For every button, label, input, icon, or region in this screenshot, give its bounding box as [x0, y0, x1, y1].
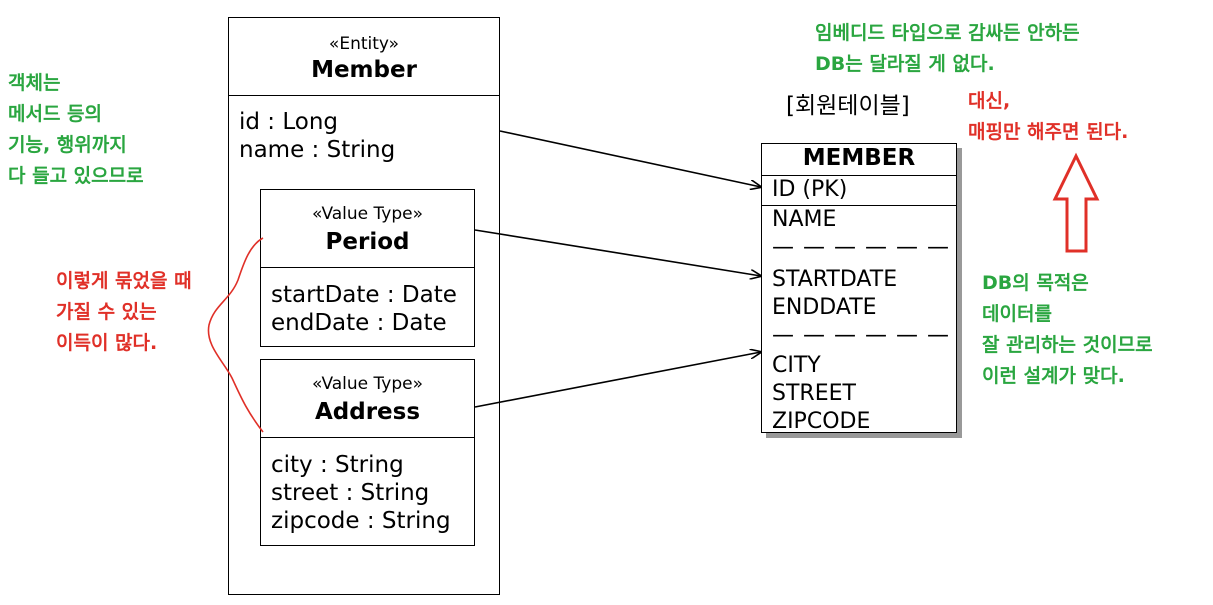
- note-mapping: 대신, 매핑만 해주면 된다.: [968, 86, 1128, 148]
- note-object-line: 객체는: [8, 72, 61, 94]
- table-col-zipcode: ZIPCODE: [772, 409, 871, 434]
- red-brace: [207, 237, 264, 433]
- note-object-line: 다 들고 있으므로: [8, 165, 144, 187]
- note-benefit-line: 이렇게 묶었을 때: [56, 270, 192, 292]
- red-up-arrow: [1052, 152, 1100, 253]
- address-name: Address: [314, 399, 421, 425]
- entity-name: Member: [311, 57, 417, 83]
- note-embedded-line: DB는 달라질 게 없다.: [815, 53, 995, 75]
- note-object-line: 메서드 등의: [8, 103, 103, 125]
- table-col-startdate: STARTDATE: [772, 267, 898, 292]
- arrow-period-to-startdate: [474, 229, 761, 276]
- table-col-street: STREET: [772, 381, 856, 406]
- address-attr-street: street : String: [271, 480, 430, 506]
- entity-stereotype: «Entity»: [328, 34, 400, 54]
- table-header-divider: [762, 175, 956, 176]
- table-col-name: NAME: [772, 207, 837, 232]
- note-benefit-line: 가질 수 있는: [56, 301, 157, 323]
- table-pk-divider: [762, 205, 956, 206]
- address-stereotype: «Value Type»: [311, 374, 423, 394]
- period-attr-enddate: endDate : Date: [271, 310, 447, 336]
- entity-attr-id: id : Long: [239, 109, 339, 135]
- address-value-type-box: «Value Type» Address city : String stree…: [260, 359, 475, 546]
- period-value-type-box: «Value Type» Period startDate : Date end…: [260, 189, 475, 347]
- table-separator-2: — — — — — —: [772, 323, 950, 348]
- note-benefit-line: 이득이 많다.: [56, 332, 158, 354]
- note-db-line: DB의 목적은: [982, 272, 1089, 294]
- arrow-address-to-city: [474, 352, 761, 408]
- note-db-purpose: DB의 목적은 데이터를 잘 관리하는 것이므로 이런 설계가 맞다.: [982, 268, 1153, 392]
- note-db-line: 이런 설계가 맞다.: [982, 365, 1125, 387]
- period-name: Period: [325, 229, 410, 255]
- arrow-entity-to-id: [499, 130, 761, 187]
- table-col-id: ID (PK): [772, 177, 848, 202]
- entity-attr-name: name : String: [239, 137, 396, 163]
- period-stereotype: «Value Type»: [311, 204, 423, 224]
- note-db-line: 데이터를: [982, 303, 1052, 325]
- note-mapping-line: 대신,: [968, 90, 1011, 112]
- note-db-line: 잘 관리하는 것이므로: [982, 334, 1153, 356]
- note-benefit: 이렇게 묶었을 때 가질 수 있는 이득이 많다.: [56, 266, 192, 359]
- address-attr-zipcode: zipcode : String: [271, 508, 451, 534]
- note-embedded: 임베디드 타입으로 감싸든 안하든 DB는 달라질 게 없다.: [815, 18, 1080, 80]
- note-object-line: 기능, 행위까지: [8, 134, 127, 156]
- note-object: 객체는 메서드 등의 기능, 행위까지 다 들고 있으므로: [8, 68, 144, 192]
- table-col-enddate: ENDDATE: [772, 295, 877, 320]
- table-separator-1: — — — — — —: [772, 235, 950, 260]
- note-mapping-line: 매핑만 해주면 된다.: [968, 121, 1129, 143]
- period-divider: [261, 267, 474, 268]
- table-col-city: CITY: [772, 353, 821, 378]
- member-table-box: MEMBER ID (PK) NAME — — — — — — STARTDAT…: [761, 143, 957, 434]
- note-embedded-line: 임베디드 타입으로 감싸든 안하든: [815, 22, 1080, 44]
- period-attr-startdate: startDate : Date: [271, 282, 457, 308]
- table-name: MEMBER: [802, 145, 916, 171]
- table-caption: [회원테이블]: [786, 93, 910, 119]
- entity-divider: [229, 95, 499, 96]
- address-divider: [261, 437, 474, 438]
- address-attr-city: city : String: [271, 452, 404, 478]
